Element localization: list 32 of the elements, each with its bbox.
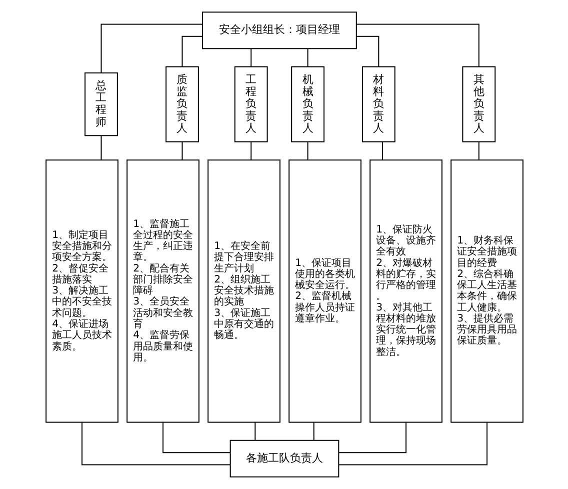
node-box: 1、在安全前提下合理安排生产计划 2、组织施工安全技术措施的实施 3、保证施工中原有交通的畅通。 <box>207 159 280 423</box>
node-box: 安全小组组长：项目经理 <box>201 12 356 50</box>
connector <box>80 422 230 466</box>
node-box: 质监负责人 <box>165 66 198 142</box>
connector <box>338 422 406 454</box>
connector <box>100 24 202 73</box>
connector <box>181 142 182 160</box>
node-box: 1、保证防火设备、设施齐全有效 2、对爆破材料的贮存，实行严格的管理。 3、对其他工程材料的堆放实行统一化管理，保持现场整洁。 <box>369 159 442 423</box>
connector <box>338 422 488 466</box>
connector <box>381 142 382 160</box>
connector <box>306 48 308 67</box>
connector <box>478 142 479 160</box>
connector <box>250 48 252 67</box>
connector <box>181 36 202 67</box>
node-box: 材料负责人 <box>361 66 395 142</box>
node-box: 其他负责人 <box>462 66 496 142</box>
node-box: 1、保证项目使用的各类机械安全运行。 2、监督机械操作人员持证遵章作业。 <box>288 159 361 423</box>
node-box: 工程负责人 <box>234 66 268 142</box>
node-box: 总工程师 <box>84 72 118 136</box>
node-box: 1、制定项目安全措施和分项安全方案。 2、督促安全措施落实 3、解决施工中的不安全技术问题。 4、保证进场施工人员技术素质。 <box>45 159 118 423</box>
node-box: 各施工队负责人 <box>229 440 339 478</box>
connector <box>254 422 256 440</box>
connector <box>306 142 308 160</box>
connector <box>356 36 379 67</box>
connector <box>162 422 230 454</box>
connector <box>356 24 479 67</box>
node-box: 1、监督施工全过程的安全生产，纠正违章。 2、配合有关部门排除安全障碍 3、全员安全活动和安全教育 4、监督劳保用品质量和使用。 <box>126 159 199 423</box>
node-box: 1、财务科保证安全措施项目的经费 2、综合科确保工人生活基本条件，确保工人健康。 3、提供必需劳保用具用品保证质量。 <box>450 159 523 423</box>
connector <box>312 422 314 440</box>
connector <box>100 136 102 160</box>
connector <box>250 142 252 160</box>
node-box: 机械负责人 <box>290 66 324 142</box>
